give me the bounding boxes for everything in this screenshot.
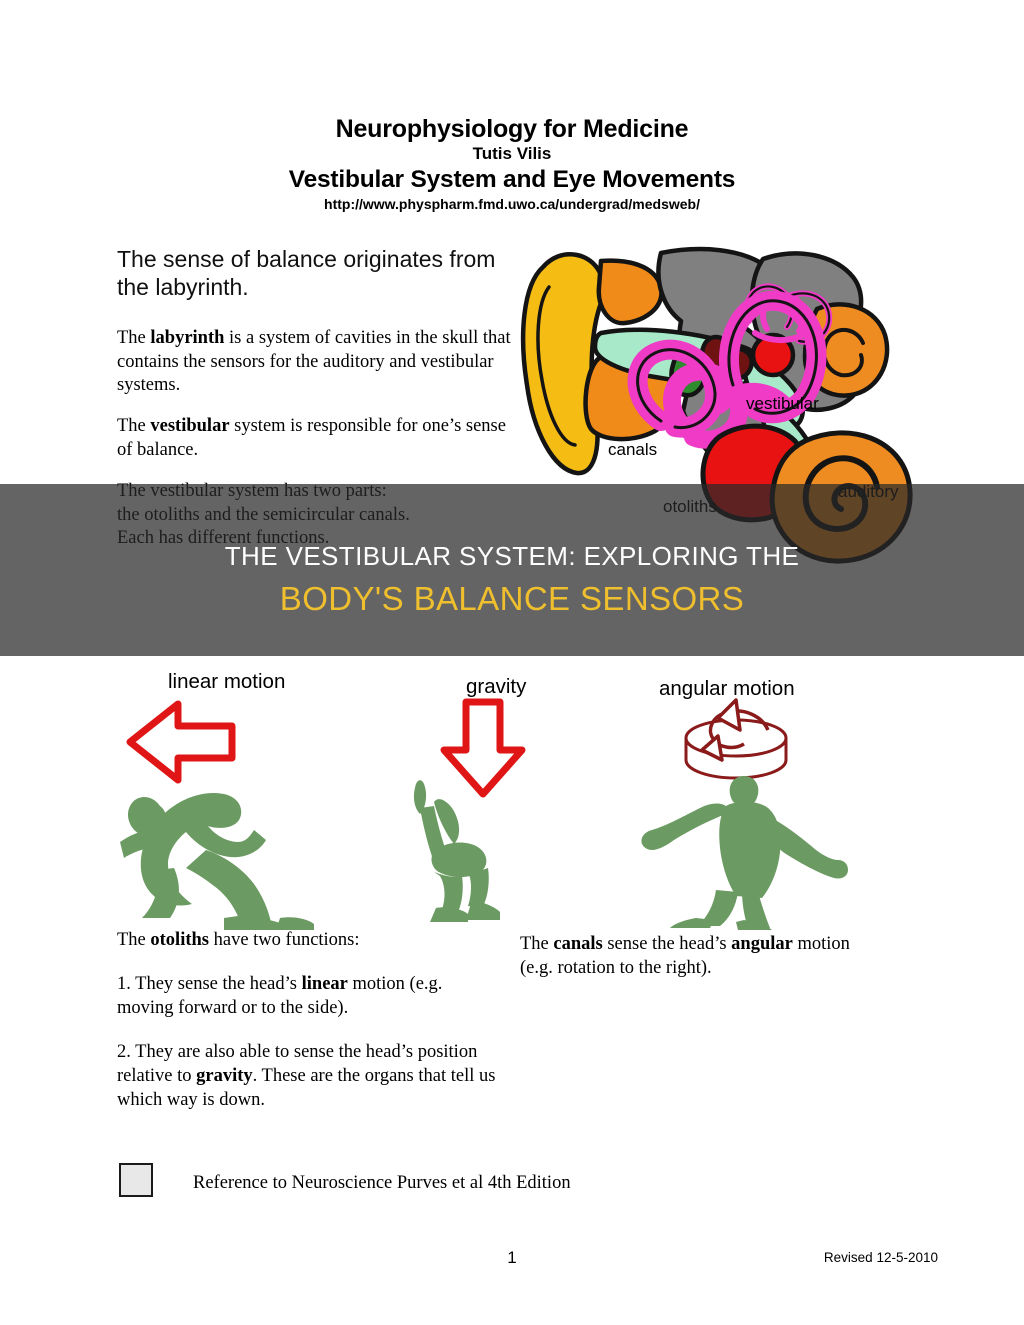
- lead-statement: The sense of balance originates from the…: [117, 246, 496, 301]
- author-name: Tutis Vilis: [472, 144, 552, 163]
- canals-explanation: The canals sense the head’s angular moti…: [520, 932, 870, 980]
- paragraph-labyrinth: The labyrinth is a system of cavities in…: [117, 327, 517, 398]
- p2-post: system is responsible for one’s sense of…: [117, 416, 506, 460]
- p2-keyword: vestibular: [150, 416, 230, 436]
- p1-post: is a system of cavities in the skull tha…: [117, 328, 511, 396]
- otoliths-intro-pre: The: [117, 930, 151, 950]
- item1-post: motion (e.g. moving forward or to the si…: [117, 974, 443, 1019]
- down-arrow-icon: [440, 698, 526, 798]
- caption-angular-motion: angular motion: [659, 677, 795, 700]
- document-header: Neurophysiology for Medicine Tutis Vilis…: [0, 115, 1024, 215]
- otoliths-intro-post: have two functions:: [208, 930, 360, 950]
- label-canals: canals: [608, 440, 658, 459]
- canals-mid: sense the head’s: [602, 934, 732, 954]
- item2-pre: 2. They are also able to sense the head’…: [117, 1042, 478, 1087]
- caption-gravity: gravity: [466, 675, 527, 698]
- item1-pre: 1. They sense the head’s: [117, 974, 302, 995]
- caption-linear-motion: linear motion: [168, 670, 286, 693]
- canals-keyword-2: angular: [731, 934, 793, 954]
- left-arrow-icon: [126, 700, 236, 784]
- overlay-title-line-1: THE VESTIBULAR SYSTEM: EXPLORING THE: [224, 541, 800, 571]
- item2-keyword: gravity: [196, 1066, 253, 1087]
- otoliths-intro: The otoliths have two functions:: [117, 928, 497, 952]
- course-title: Neurophysiology for Medicine: [335, 115, 689, 143]
- label-vestibular: vestibular: [746, 394, 819, 413]
- otoliths-function-1: 1. They sense the head’s linear motion (…: [117, 972, 497, 1020]
- item1-keyword: linear: [301, 974, 348, 995]
- rotation-disc-icon: [684, 698, 788, 780]
- title-overlay-banner: [0, 484, 1024, 656]
- handstand-figure-silhouette: [413, 780, 500, 922]
- otoliths-keyword: otoliths: [150, 930, 209, 950]
- figure-gravity: [410, 690, 640, 930]
- overlay-title-line-2: BODY'S BALANCE SENSORS: [279, 580, 745, 617]
- otoliths-explanation: The otoliths have two functions: 1. They…: [117, 928, 497, 1132]
- paragraph-vestibular: The vestibular system is responsible for…: [117, 415, 517, 462]
- canals-post: motion (e.g. rotation to the right).: [520, 934, 850, 979]
- canals-pre: The: [520, 934, 554, 954]
- reference-marker-box: [119, 1163, 153, 1197]
- item2-post: . These are the organs that tell us whic…: [117, 1066, 496, 1111]
- course-url: http://www.physpharm.fmd.uwo.ca/undergra…: [324, 196, 700, 213]
- page-number: 1: [507, 1248, 517, 1267]
- turning-figure-silhouette: [641, 776, 848, 930]
- revision-date: Revised 12-5-2010: [823, 1250, 938, 1265]
- p1-keyword: labyrinth: [150, 328, 225, 348]
- running-figure-silhouette: [120, 792, 314, 930]
- p1-pre: The: [117, 328, 151, 348]
- reference-text: Reference to Neuroscience Purves et al 4…: [193, 1173, 571, 1193]
- p2-pre: The: [117, 416, 151, 436]
- ear-anatomy-diagram: [505, 225, 925, 570]
- figure-angular-motion: [640, 690, 880, 930]
- canals-keyword-1: canals: [553, 934, 603, 954]
- figure-linear-motion: [120, 690, 420, 930]
- otoliths-function-2: 2. They are also able to sense the head’…: [117, 1040, 497, 1112]
- lecture-subtitle: Vestibular System and Eye Movements: [288, 165, 736, 193]
